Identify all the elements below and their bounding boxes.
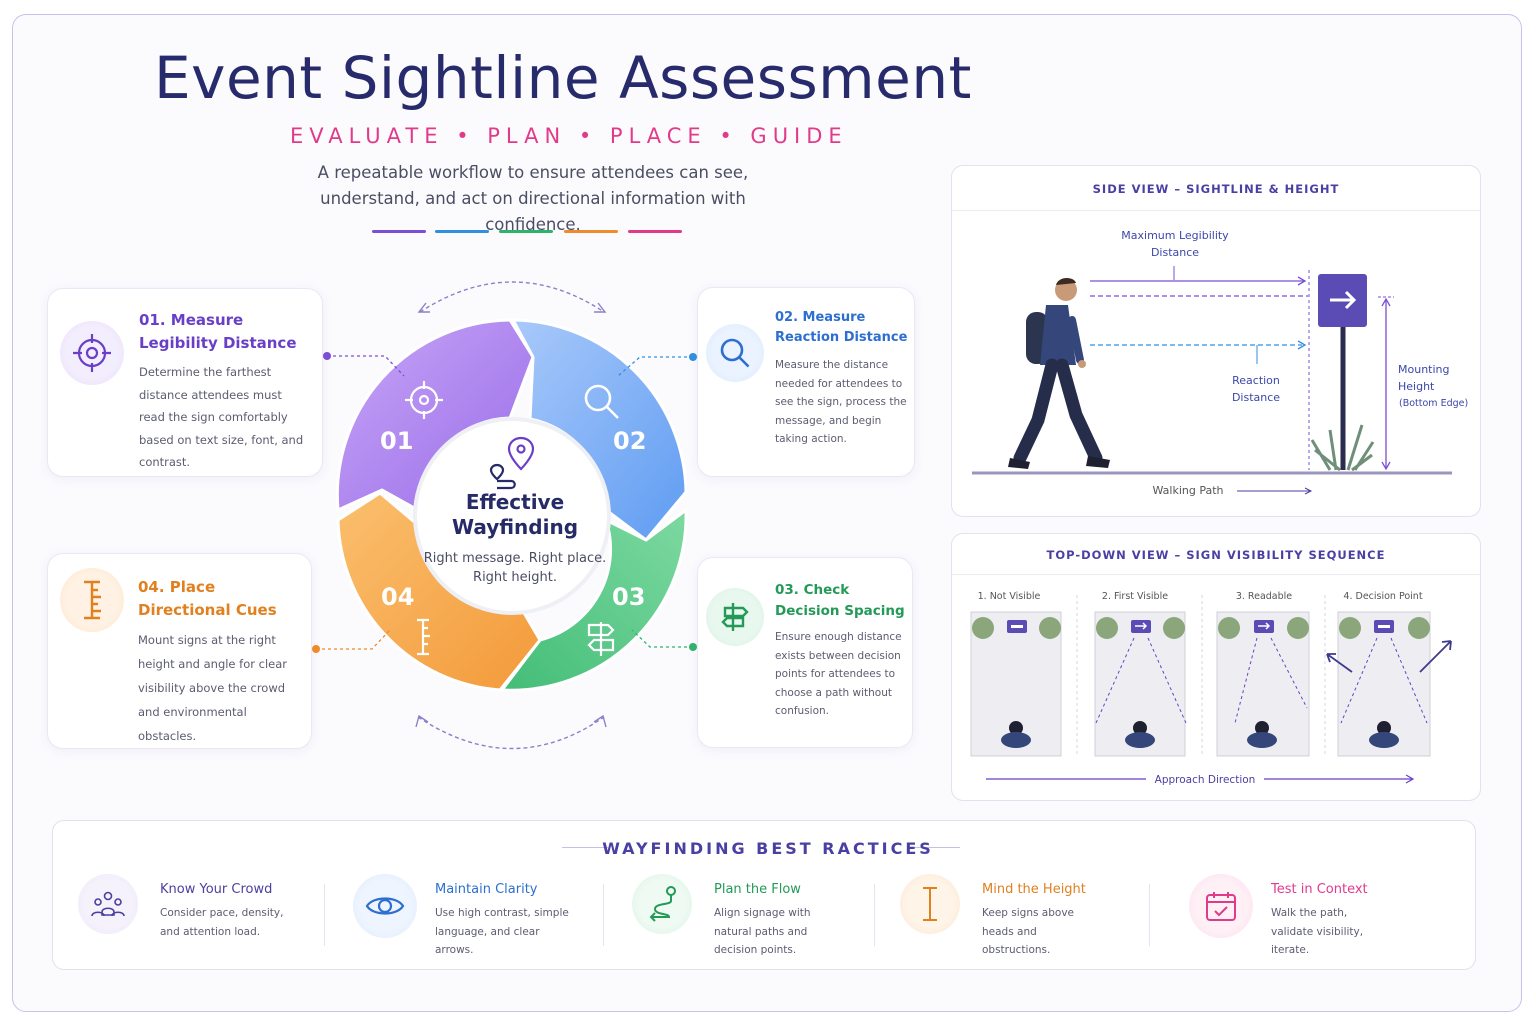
separator xyxy=(874,884,875,946)
top-view-panel: TOP-DOWN VIEW – SIGN VISIBILITY SEQUENCE xyxy=(951,533,1481,801)
calendar-check-icon xyxy=(1189,874,1253,938)
practice-text: Keep signs above heads and obstructions. xyxy=(982,907,1074,956)
center-subtitle: Right message. Right place. Right height… xyxy=(423,551,607,585)
ruler-icon xyxy=(60,568,124,632)
practice-text: Align signage with natural paths and dec… xyxy=(714,907,811,956)
segment-number-01: 01 xyxy=(380,427,414,455)
step-title: 02. Measure Reaction Distance xyxy=(775,310,908,345)
panel-heading: TOP-DOWN VIEW – SIGN VISIBILITY SEQUENCE xyxy=(952,534,1480,575)
height-icon xyxy=(900,874,960,934)
center-title: Effective Wayfinding xyxy=(451,490,579,539)
practice-title: Mind the Height xyxy=(982,882,1086,897)
color-bar xyxy=(564,230,618,233)
step-description: Determine the farthest distance attendee… xyxy=(139,365,304,469)
signpost-icon xyxy=(706,588,764,646)
practice-text: Consider pace, density, and attention lo… xyxy=(160,907,284,938)
subtitle: A repeatable workflow to ensure attendee… xyxy=(317,163,749,234)
step-description: Mount signs at the right height and angl… xyxy=(138,633,288,743)
color-bar xyxy=(435,230,489,233)
walking-path-label: Walking Path xyxy=(1152,484,1224,497)
segment-number-03: 03 xyxy=(612,583,646,611)
crosshair-icon xyxy=(60,321,124,385)
practice-title: Plan the Flow xyxy=(714,882,801,897)
frame-label: 4. Decision Point xyxy=(1343,591,1423,602)
practice-title: Maintain Clarity xyxy=(435,882,538,897)
practice-text: Walk the path, validate visibility, iter… xyxy=(1271,907,1364,956)
search-icon xyxy=(706,324,764,382)
divider-line xyxy=(562,847,608,848)
separator xyxy=(1149,884,1150,946)
approach-direction-label: Approach Direction xyxy=(1154,774,1256,786)
step-card-2[interactable]: 02. Measure Reaction Distance Measure th… xyxy=(697,287,915,477)
segment-number-02: 02 xyxy=(613,427,647,455)
reaction-distance-label: Reaction Distance xyxy=(1231,374,1281,404)
tagline: EVALUATE • PLAN • PLACE • GUIDE xyxy=(290,124,848,148)
segment-number-04: 04 xyxy=(381,583,415,611)
frame-label: 1. Not Visible xyxy=(977,591,1041,602)
best-practices-heading: WAYFINDING BEST RACTICES xyxy=(602,839,934,858)
separator xyxy=(324,884,325,946)
step-title: 01. Measure Legibility Distance xyxy=(139,311,297,352)
panel-heading: SIDE VIEW – SIGHTLINE & HEIGHT xyxy=(952,166,1480,211)
path-icon xyxy=(632,874,692,934)
step-title: 03. Check Decision Spacing xyxy=(775,582,905,619)
frame-label: 2. First Visible xyxy=(1101,591,1169,602)
mounting-height-label: Mounting Height xyxy=(1398,363,1450,393)
frame-label: 3. Readable xyxy=(1235,591,1293,602)
step-card-4[interactable]: 04. Place Directional Cues Mount signs a… xyxy=(47,553,312,749)
practice-title: Know Your Crowd xyxy=(160,882,273,897)
divider-line xyxy=(914,847,960,848)
step-card-3[interactable]: 03. Check Decision Spacing Ensure enough… xyxy=(697,557,913,748)
eye-icon xyxy=(353,874,417,938)
step-description: Ensure enough distance exists between de… xyxy=(775,631,902,717)
step-card-1[interactable]: 01. Measure Legibility Distance Determin… xyxy=(47,288,323,477)
people-icon xyxy=(78,874,138,934)
page-title: Event Sightline Assessment xyxy=(154,44,972,112)
separator xyxy=(603,884,604,946)
side-view-panel: SIDE VIEW – SIGHTLINE & HEIGHT xyxy=(951,165,1481,517)
color-bar xyxy=(628,230,682,233)
step-title: 04. Place Directional Cues xyxy=(138,578,277,619)
legibility-distance-label: Maximum Legibility Distance xyxy=(1121,229,1229,259)
mounting-height-note: (Bottom Edge) xyxy=(1399,398,1469,409)
color-bar xyxy=(372,230,426,233)
color-bar xyxy=(499,230,553,233)
practice-title: Test in Context xyxy=(1271,882,1368,897)
practice-text: Use high contrast, simple language, and … xyxy=(435,907,569,956)
step-description: Measure the distance needed for attendee… xyxy=(775,359,907,445)
